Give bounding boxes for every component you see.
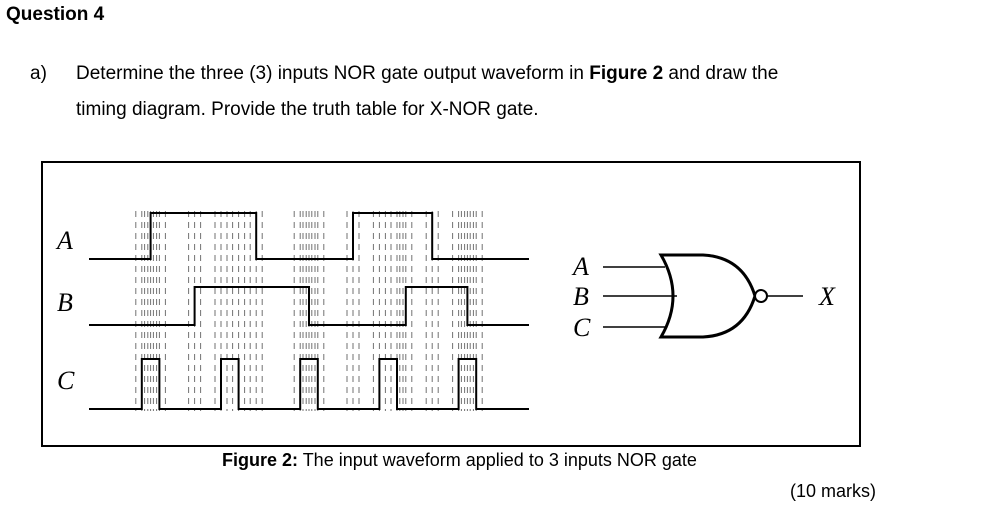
figure-2: A B C A B C X — [41, 161, 861, 447]
signal-label-a: A — [55, 226, 73, 255]
question-line-1: a) Determine the three (3) inputs NOR gat… — [30, 56, 910, 92]
signal-label-b: B — [57, 288, 73, 317]
nor-gate-body — [658, 253, 757, 339]
gate-output-label-x: X — [818, 282, 836, 311]
input-waveforms — [89, 212, 529, 410]
inversion-bubble — [754, 289, 768, 303]
question-text-2: and draw the — [663, 63, 779, 84]
gate-input-label-a: A — [571, 252, 589, 281]
question-part-a: a) Determine the three (3) inputs NOR gat… — [30, 56, 910, 128]
waveform-b — [89, 286, 529, 326]
signal-label-c: C — [57, 366, 75, 395]
waveform-a — [89, 212, 529, 260]
marks-allocation: (10 marks) — [790, 481, 877, 501]
question-heading: Question 4 — [6, 4, 105, 25]
part-label: a) — [30, 63, 47, 84]
waveform-c — [89, 358, 529, 410]
question-text-1: Determine the three (3) inputs NOR gate … — [76, 63, 590, 84]
caption-bold: Figure 2: — [222, 450, 299, 470]
question-line-2: timing diagram. Provide the truth table … — [76, 99, 539, 120]
gate-input-label-b: B — [573, 282, 589, 311]
figure-reference: Figure 2 — [589, 63, 664, 84]
nor-gate-symbol — [603, 253, 803, 339]
caption-text: The input waveform applied to 3 inputs N… — [298, 450, 697, 470]
timing-diagram: A B C A B C X — [55, 211, 836, 411]
figure-caption: Figure 2: The input waveform applied to … — [222, 450, 697, 471]
gate-input-label-c: C — [573, 313, 591, 342]
